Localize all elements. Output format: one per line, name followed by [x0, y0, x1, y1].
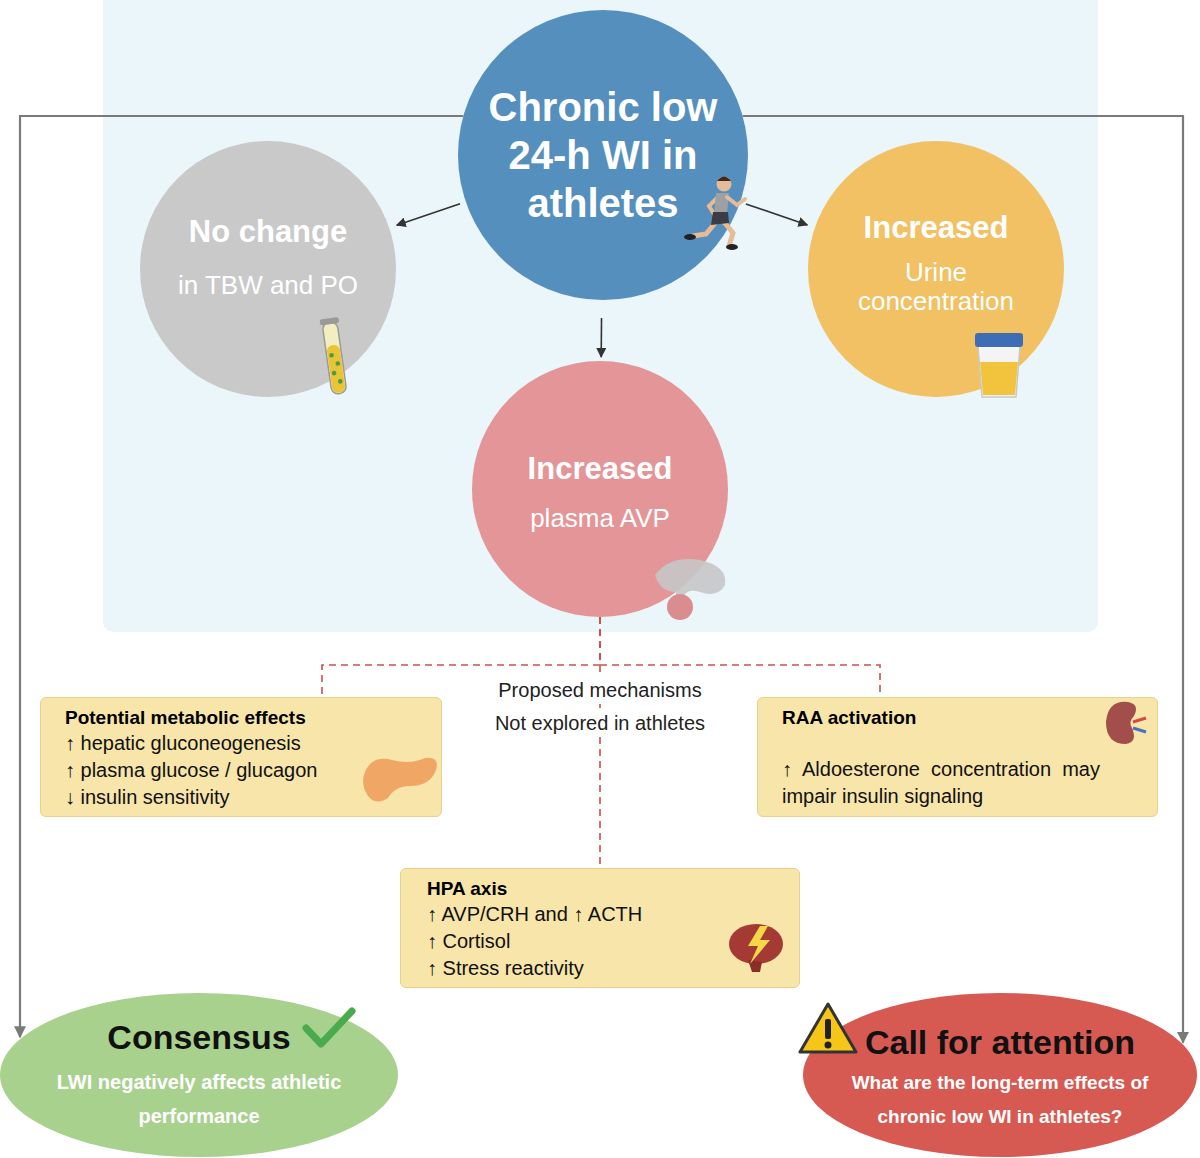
arrow-connector [743, 116, 1183, 1043]
runner-icon [684, 177, 745, 251]
test-tube-icon [335, 361, 340, 366]
node-heading: No change [189, 214, 347, 250]
pituitary-icon [655, 559, 725, 620]
urine-cup-icon [975, 333, 1023, 347]
runner-icon [727, 197, 745, 205]
dashed-connector [599, 617, 601, 868]
runner-icon [726, 244, 738, 250]
check-mark [306, 1011, 352, 1044]
node-text: ↑ plasma glucose / glucagon [65, 757, 317, 784]
conclusion-ellipse: Call for attentionWhat are the long-term… [803, 993, 1197, 1157]
runner-icon [684, 234, 696, 240]
result-circle: No change in TBW and PO [140, 141, 396, 397]
test-tube-icon [320, 317, 349, 395]
node-text: ↓ insulin sensitivity [65, 784, 230, 811]
node-fill [803, 993, 1197, 1157]
node-text: LWI negatively affects athletic performa… [34, 1065, 364, 1133]
conclusion-ellipse: ConsensusLWI negatively affects athletic… [0, 993, 398, 1157]
node-outline [472, 361, 728, 617]
pancreas-icon [363, 758, 437, 802]
warning-sign [825, 1042, 832, 1049]
node-text: in TBW and PO [178, 270, 358, 300]
node-heading: Potential metabolic effects [65, 706, 306, 730]
result-circle: IncreasedUrine concentration [808, 141, 1064, 397]
urine-cup-icon [980, 362, 1018, 395]
runner-icon [714, 193, 729, 214]
test-tube-icon [332, 371, 337, 376]
brain-stress-icon [748, 926, 770, 964]
pituitary-icon [667, 594, 693, 620]
mechanism-box: HPA axis↑ AVP/CRH and ↑ ACTH↑ Cortisol↑ … [400, 868, 800, 988]
urine-cup-icon [975, 333, 1023, 397]
kidney-icon [1106, 702, 1146, 744]
pancreas-icon [363, 758, 437, 802]
runner-icon [717, 177, 732, 192]
node-text: Urine concentration [831, 258, 1041, 316]
runner-icon [693, 222, 716, 236]
node-text: ↑ hepatic gluconeogenesis [65, 730, 301, 757]
node-heading: RAA activation [782, 706, 916, 730]
node-fill [472, 361, 728, 617]
result-circle: Increased plasma AVP [472, 361, 728, 617]
runner-icon [717, 177, 731, 182]
node-heading: Increased [864, 210, 1009, 246]
node-outline [140, 141, 396, 397]
runner-icon [724, 222, 733, 246]
node-text: plasma AVP [530, 503, 670, 533]
brain-stress-icon [729, 924, 783, 964]
node-heading: Increased [528, 451, 673, 487]
test-tube-icon [338, 379, 343, 384]
runner-icon [711, 212, 729, 225]
urine-cup-icon [978, 346, 1020, 397]
warning-sign [800, 1004, 856, 1052]
node-text: What are the long-term effects of chroni… [823, 1066, 1178, 1134]
node-heading: Call for attention [865, 1022, 1135, 1062]
note-label: Not explored in athletes [450, 709, 750, 737]
node-fill [0, 993, 398, 1157]
arrow-connector [746, 204, 807, 225]
pituitary-icon [655, 559, 725, 606]
test-tube-icon [320, 317, 340, 326]
note-label: Proposed mechanisms [450, 676, 750, 704]
check-mark [306, 1011, 352, 1044]
arrow-connector [600, 318, 602, 357]
test-tube-icon [322, 321, 347, 394]
node-heading: Consensus [107, 1017, 290, 1057]
runner-icon [709, 197, 718, 214]
warning-sign [800, 1004, 856, 1052]
main-circle: Chronic low 24-h WI in athletes [458, 10, 748, 300]
node-text: ↑ AVP/CRH and ↑ ACTH [427, 901, 642, 928]
mechanism-box: RAA activation ↑ Aldoesterone concentrati… [757, 697, 1158, 817]
kidney-icon [1133, 718, 1146, 722]
node-text: ↑ Aldoesterone concentration may impair … [782, 756, 1100, 810]
node-heading: HPA axis [427, 877, 507, 901]
mechanism-box: Potential metabolic effects↑ hepatic glu… [40, 697, 442, 817]
node-fill [808, 141, 1064, 397]
test-tube-icon [329, 353, 334, 358]
kidney-icon [1106, 702, 1136, 744]
node-text: ↑ Stress reactivity [427, 955, 584, 982]
node-fill [458, 10, 748, 300]
node-text: ↑ Cortisol [427, 928, 510, 955]
arrow-connector [20, 116, 463, 1037]
test-tube-icon [326, 344, 346, 393]
node-heading: Chronic low 24-h WI in athletes [478, 83, 728, 227]
context-panel [103, 0, 1098, 632]
brain-stress-icon [729, 924, 783, 972]
brain-stress-icon [748, 960, 762, 972]
arrow-connector [397, 204, 460, 226]
kidney-icon [1133, 728, 1146, 732]
node-fill [140, 141, 396, 397]
warning-sign [825, 1019, 831, 1039]
